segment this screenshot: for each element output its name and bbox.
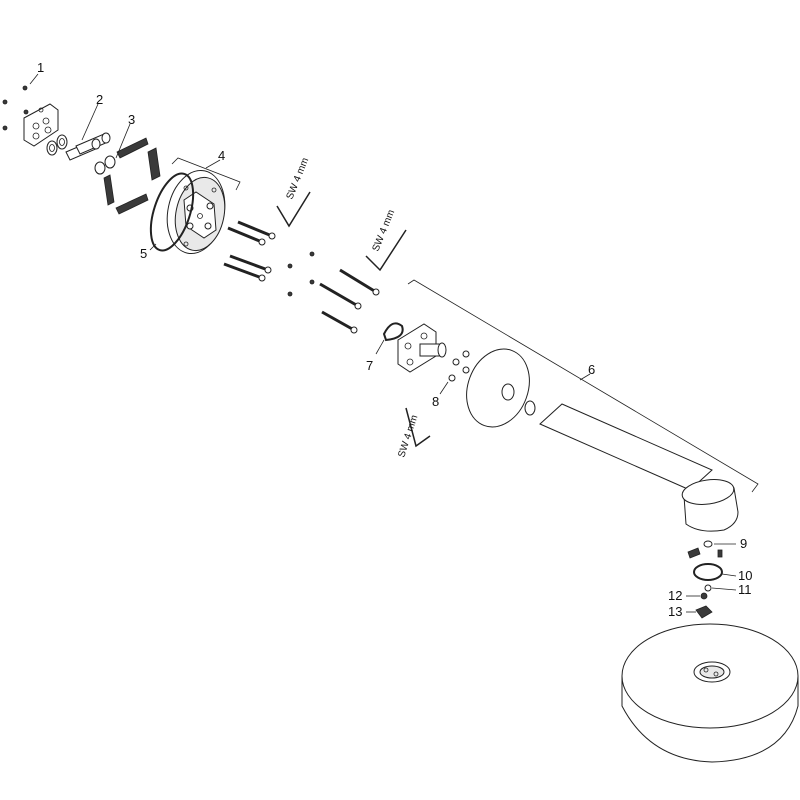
seal-strip xyxy=(103,174,115,206)
arm-tube xyxy=(539,403,713,491)
bracket-6 xyxy=(407,279,759,493)
screw-dot xyxy=(2,99,8,105)
callout-7: 7 xyxy=(366,358,373,373)
screw-dot xyxy=(22,85,28,91)
part-5-large-o-ring xyxy=(149,172,195,252)
part-7-seal xyxy=(382,322,404,342)
tool-label-c: SW 4 mm xyxy=(396,414,420,459)
callout-5: 5 xyxy=(140,246,147,261)
hex-key-a: SW 4 mm xyxy=(276,156,312,228)
leader-11 xyxy=(711,587,737,591)
bracket-4 xyxy=(171,157,241,191)
leader-3 xyxy=(115,123,131,159)
head-connector-inner xyxy=(699,665,725,679)
part-10-o-ring xyxy=(693,563,723,581)
screw-dot xyxy=(23,109,29,115)
callout-3: 3 xyxy=(128,112,135,127)
hex-key-b: SW 4 mm xyxy=(365,208,407,272)
part-13-filter xyxy=(695,605,713,619)
callout-8: 8 xyxy=(432,394,439,409)
leader-7 xyxy=(375,339,385,355)
tool-label-b: SW 4 mm xyxy=(371,208,398,253)
part-12-insert xyxy=(700,592,708,600)
part-6-shower-arm xyxy=(466,348,739,532)
leader-6 xyxy=(579,373,591,381)
bolts-group-b xyxy=(319,268,380,334)
leader-8 xyxy=(439,381,449,395)
screw-dot xyxy=(2,125,8,131)
seal-strip xyxy=(147,147,161,181)
part-3-seals xyxy=(94,137,161,215)
callout-6: 6 xyxy=(588,362,595,377)
part-1-mounting-plate xyxy=(2,85,59,147)
part-2-connector-nipples xyxy=(46,132,111,161)
leader-5 xyxy=(149,243,157,251)
leader-2 xyxy=(81,103,99,141)
part-11-nut xyxy=(704,584,712,592)
callout-10: 10 xyxy=(738,568,752,583)
seal-strip xyxy=(116,137,149,159)
clip xyxy=(687,547,701,559)
callout-9: 9 xyxy=(740,536,747,551)
shower-head xyxy=(621,623,799,763)
tool-label-a: SW 4 mm xyxy=(285,156,312,201)
callout-4: 4 xyxy=(218,148,225,163)
leader-1 xyxy=(29,73,39,85)
callout-2: 2 xyxy=(96,92,103,107)
hex-key-c: SW 4 mm xyxy=(396,407,431,459)
callout-11: 11 xyxy=(738,582,752,597)
wall-flange-connector xyxy=(397,323,470,382)
leader-4 xyxy=(205,159,221,169)
wall-rosette xyxy=(466,348,530,428)
seal-strip xyxy=(115,193,149,215)
callout-13: 13 xyxy=(668,604,682,619)
bolts-group-a xyxy=(223,220,315,297)
callout-12: 12 xyxy=(668,588,682,603)
leader-10 xyxy=(721,573,737,577)
callout-1: 1 xyxy=(37,60,44,75)
small-fittings xyxy=(687,540,723,619)
plate-outline xyxy=(23,103,59,147)
part-9-washer xyxy=(703,540,713,548)
